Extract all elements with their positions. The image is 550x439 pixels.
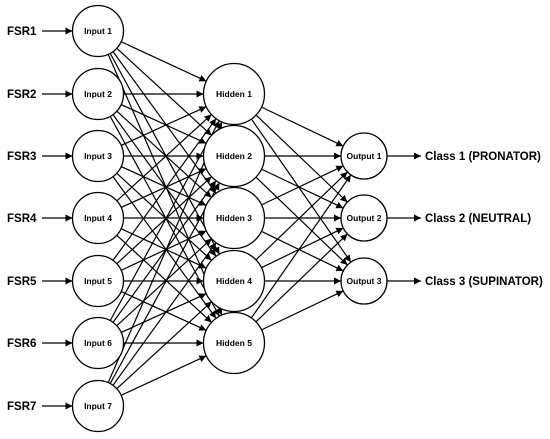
input-node-1-circle bbox=[71, 4, 125, 58]
external-arrows bbox=[42, 27, 421, 410]
edge-input6-hidden1 bbox=[109, 120, 220, 321]
input-node-1: Input 1 bbox=[71, 4, 125, 58]
input-node-6-label: Input 6 bbox=[84, 338, 112, 348]
hidden-node-1-circle bbox=[202, 62, 266, 126]
nodes: Input 1 Input 2 Input 3 Input 4 Input 5 Input… bbox=[71, 4, 388, 433]
edge-input6-hidden4 bbox=[120, 293, 207, 333]
edge-input7-hidden4 bbox=[116, 301, 212, 390]
edge-input6-hidden2 bbox=[112, 180, 217, 323]
edge-input5-hidden2 bbox=[116, 176, 212, 265]
edge-hidden5-output1 bbox=[250, 174, 352, 319]
sensor-label-3: FSR3 bbox=[7, 151, 36, 163]
hidden-node-5-circle bbox=[202, 311, 266, 375]
edge-hidden1-output2 bbox=[255, 114, 348, 203]
edge-input6-hidden3 bbox=[116, 238, 212, 327]
edge-input3-hidden3 bbox=[120, 166, 207, 206]
edge-hidden1-output1 bbox=[261, 106, 344, 147]
hidden-node-2-label: Hidden 2 bbox=[216, 151, 252, 161]
edge-input2-hidden2 bbox=[120, 104, 207, 144]
input-node-4-label: Input 4 bbox=[84, 213, 112, 223]
input-node-7: Input 7 bbox=[71, 379, 125, 433]
connections bbox=[107, 41, 352, 396]
output-node-2-label: Output 2 bbox=[347, 213, 382, 223]
output-node-3-label: Output 3 bbox=[347, 276, 382, 286]
edge-input3-hidden1 bbox=[120, 106, 207, 146]
output-node-3-circle bbox=[340, 257, 388, 305]
output-node-1-label: Output 1 bbox=[347, 151, 382, 161]
hidden-node-3-label: Hidden 3 bbox=[216, 213, 252, 223]
hidden-node-1: Hidden 1 bbox=[202, 62, 266, 126]
edge-input7-hidden3 bbox=[112, 242, 217, 386]
input-node-3: Input 3 bbox=[71, 129, 125, 183]
input-node-4: Input 4 bbox=[71, 191, 125, 245]
edge-hidden2-output3 bbox=[255, 176, 348, 266]
edge-hidden5-output2 bbox=[255, 233, 348, 323]
hidden-node-4-circle bbox=[202, 249, 266, 313]
output-node-3: Output 3 bbox=[340, 257, 388, 305]
class-label-2: Class 2 (NEUTRAL) bbox=[425, 213, 531, 225]
class-label-3: Class 3 (SUPINATOR) bbox=[425, 276, 543, 288]
hidden-node-2-circle bbox=[202, 124, 266, 188]
input-node-5: Input 5 bbox=[71, 254, 125, 308]
sensor-label-6: FSR6 bbox=[7, 338, 36, 350]
input-node-7-circle bbox=[71, 379, 125, 433]
edge-input7-hidden5 bbox=[120, 355, 207, 396]
edge-input5-hidden1 bbox=[112, 118, 217, 261]
input-node-7-label: Input 7 bbox=[84, 401, 112, 411]
edge-hidden1-output3 bbox=[250, 118, 352, 263]
edge-input4-hidden2 bbox=[120, 168, 207, 208]
edge-input7-hidden1 bbox=[107, 121, 223, 383]
edge-input2-hidden4 bbox=[112, 114, 217, 257]
hidden-node-4: Hidden 4 bbox=[202, 249, 266, 313]
input-node-3-label: Input 3 bbox=[84, 151, 112, 161]
output-node-2: Output 2 bbox=[340, 194, 388, 242]
hidden-node-3: Hidden 3 bbox=[202, 186, 266, 250]
edge-input7-hidden2 bbox=[109, 182, 220, 384]
edge-input4-hidden4 bbox=[120, 228, 207, 269]
edge-hidden4-output2 bbox=[261, 227, 344, 269]
sensor-label-4: FSR4 bbox=[7, 213, 37, 225]
edge-input1-hidden1 bbox=[120, 41, 207, 82]
hidden-node-5: Hidden 5 bbox=[202, 311, 266, 375]
input-node-2-circle bbox=[71, 67, 125, 121]
edge-input1-hidden2 bbox=[116, 47, 212, 136]
input-node-2-label: Input 2 bbox=[84, 89, 112, 99]
edge-input5-hidden3 bbox=[120, 230, 207, 271]
input-node-3-circle bbox=[71, 129, 125, 183]
edge-hidden4-output1 bbox=[255, 171, 348, 261]
hidden-node-1-label: Hidden 1 bbox=[216, 89, 252, 99]
input-node-4-circle bbox=[71, 191, 125, 245]
edge-input1-hidden5 bbox=[107, 54, 223, 316]
sensor-label-5: FSR5 bbox=[7, 276, 37, 288]
edge-input3-hidden5 bbox=[112, 176, 217, 319]
output-node-2-circle bbox=[340, 194, 388, 242]
input-node-6-circle bbox=[71, 316, 125, 370]
output-node-1-circle bbox=[340, 132, 388, 180]
sensor-label-1: FSR1 bbox=[7, 26, 37, 38]
hidden-node-2: Hidden 2 bbox=[202, 124, 266, 188]
input-node-6: Input 6 bbox=[71, 316, 125, 370]
hidden-node-4-label: Hidden 4 bbox=[216, 276, 252, 286]
input-node-5-label: Input 5 bbox=[84, 276, 112, 286]
edge-hidden3-output3 bbox=[261, 230, 344, 272]
input-node-2: Input 2 bbox=[71, 67, 125, 121]
input-node-5-circle bbox=[71, 254, 125, 308]
edge-input3-hidden4 bbox=[116, 172, 212, 261]
hidden-node-3-circle bbox=[202, 186, 266, 250]
edge-input4-hidden1 bbox=[116, 114, 212, 202]
edge-hidden5-output3 bbox=[261, 290, 344, 331]
hidden-node-5-label: Hidden 5 bbox=[216, 338, 252, 348]
input-node-1-label: Input 1 bbox=[84, 26, 112, 36]
output-node-1: Output 1 bbox=[340, 132, 388, 180]
edge-hidden2-output2 bbox=[261, 168, 344, 209]
edge-input5-hidden5 bbox=[120, 291, 207, 331]
sensor-label-7: FSR7 bbox=[7, 401, 36, 413]
edge-hidden3-output1 bbox=[261, 165, 344, 206]
sensor-label-2: FSR2 bbox=[7, 89, 36, 101]
class-label-1: Class 1 (PRONATOR) bbox=[425, 151, 541, 163]
